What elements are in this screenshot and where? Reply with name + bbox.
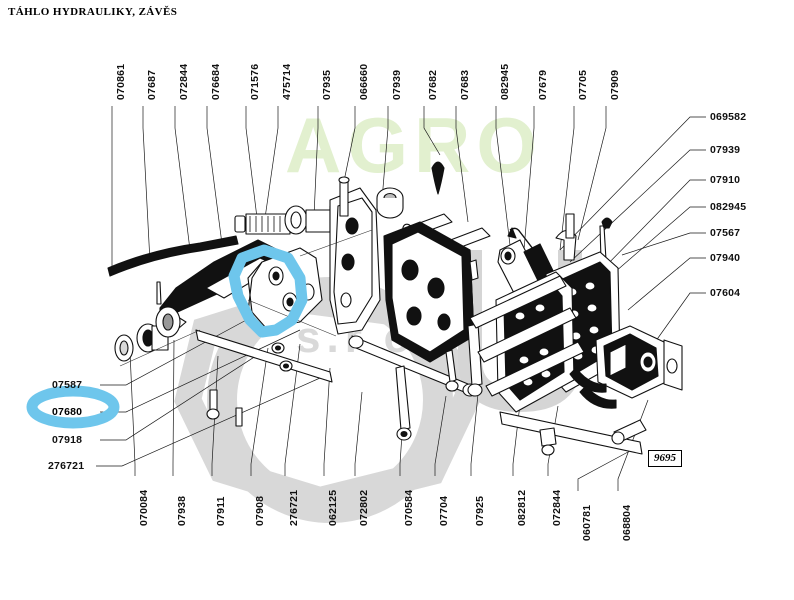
part-number-label: 062125: [327, 489, 339, 526]
part-number-label: 07587: [52, 379, 83, 391]
part-number-label: 082945: [710, 201, 747, 213]
part-number-label: 07704: [438, 495, 450, 526]
part-number-label: 07918: [52, 434, 83, 446]
part-number-label: 060781: [581, 504, 593, 541]
part-number-label: 068804: [621, 504, 633, 541]
part-number-label: 07910: [710, 174, 741, 186]
page-title: TÁHLO HYDRAULIKY, ZÁVĚS: [8, 6, 178, 18]
part-number-label: 082812: [516, 489, 528, 526]
part-number-label: 071576: [249, 63, 261, 100]
part-number-label: 069582: [710, 111, 747, 123]
part-number-label: 070084: [138, 489, 150, 526]
part-number-label: 07939: [710, 144, 741, 156]
part-number-label: 07939: [391, 69, 403, 100]
sheet-code-badge: 9695: [648, 450, 682, 467]
part-number-label: 072844: [178, 63, 190, 100]
part-number-label: 475714: [281, 63, 293, 100]
part-number-label: 07683: [459, 69, 471, 100]
part-number-label: 07705: [577, 69, 589, 100]
part-number-label: 276721: [48, 460, 85, 472]
part-number-label: 276721: [288, 489, 300, 526]
part-number-label: 07682: [427, 69, 439, 100]
part-number-label: 07909: [609, 69, 621, 100]
part-number-label: 070584: [403, 489, 415, 526]
part-number-label: 07567: [710, 227, 741, 239]
part-number-label: 07908: [254, 495, 266, 526]
part-number-label: 07940: [710, 252, 741, 264]
highlight-ring: [228, 244, 308, 338]
part-number-label: 082945: [499, 63, 511, 100]
part-number-label: 07679: [537, 69, 549, 100]
part-number-label: 07680: [52, 406, 83, 418]
highlight-ring: [26, 385, 120, 429]
part-number-label: 07935: [321, 69, 333, 100]
part-number-label: 072844: [551, 489, 563, 526]
part-number-label: 07925: [474, 495, 486, 526]
part-number-label: 072802: [358, 489, 370, 526]
svg-text:AGRO: AGRO: [285, 101, 543, 189]
part-number-label: 07938: [176, 495, 188, 526]
part-number-label: 07911: [215, 496, 227, 526]
part-number-label: 076684: [210, 63, 222, 100]
part-number-label: 07604: [710, 287, 741, 299]
part-number-label: 07687: [146, 69, 158, 100]
part-number-label: 066660: [358, 63, 370, 100]
part-number-label: 070861: [115, 63, 127, 100]
